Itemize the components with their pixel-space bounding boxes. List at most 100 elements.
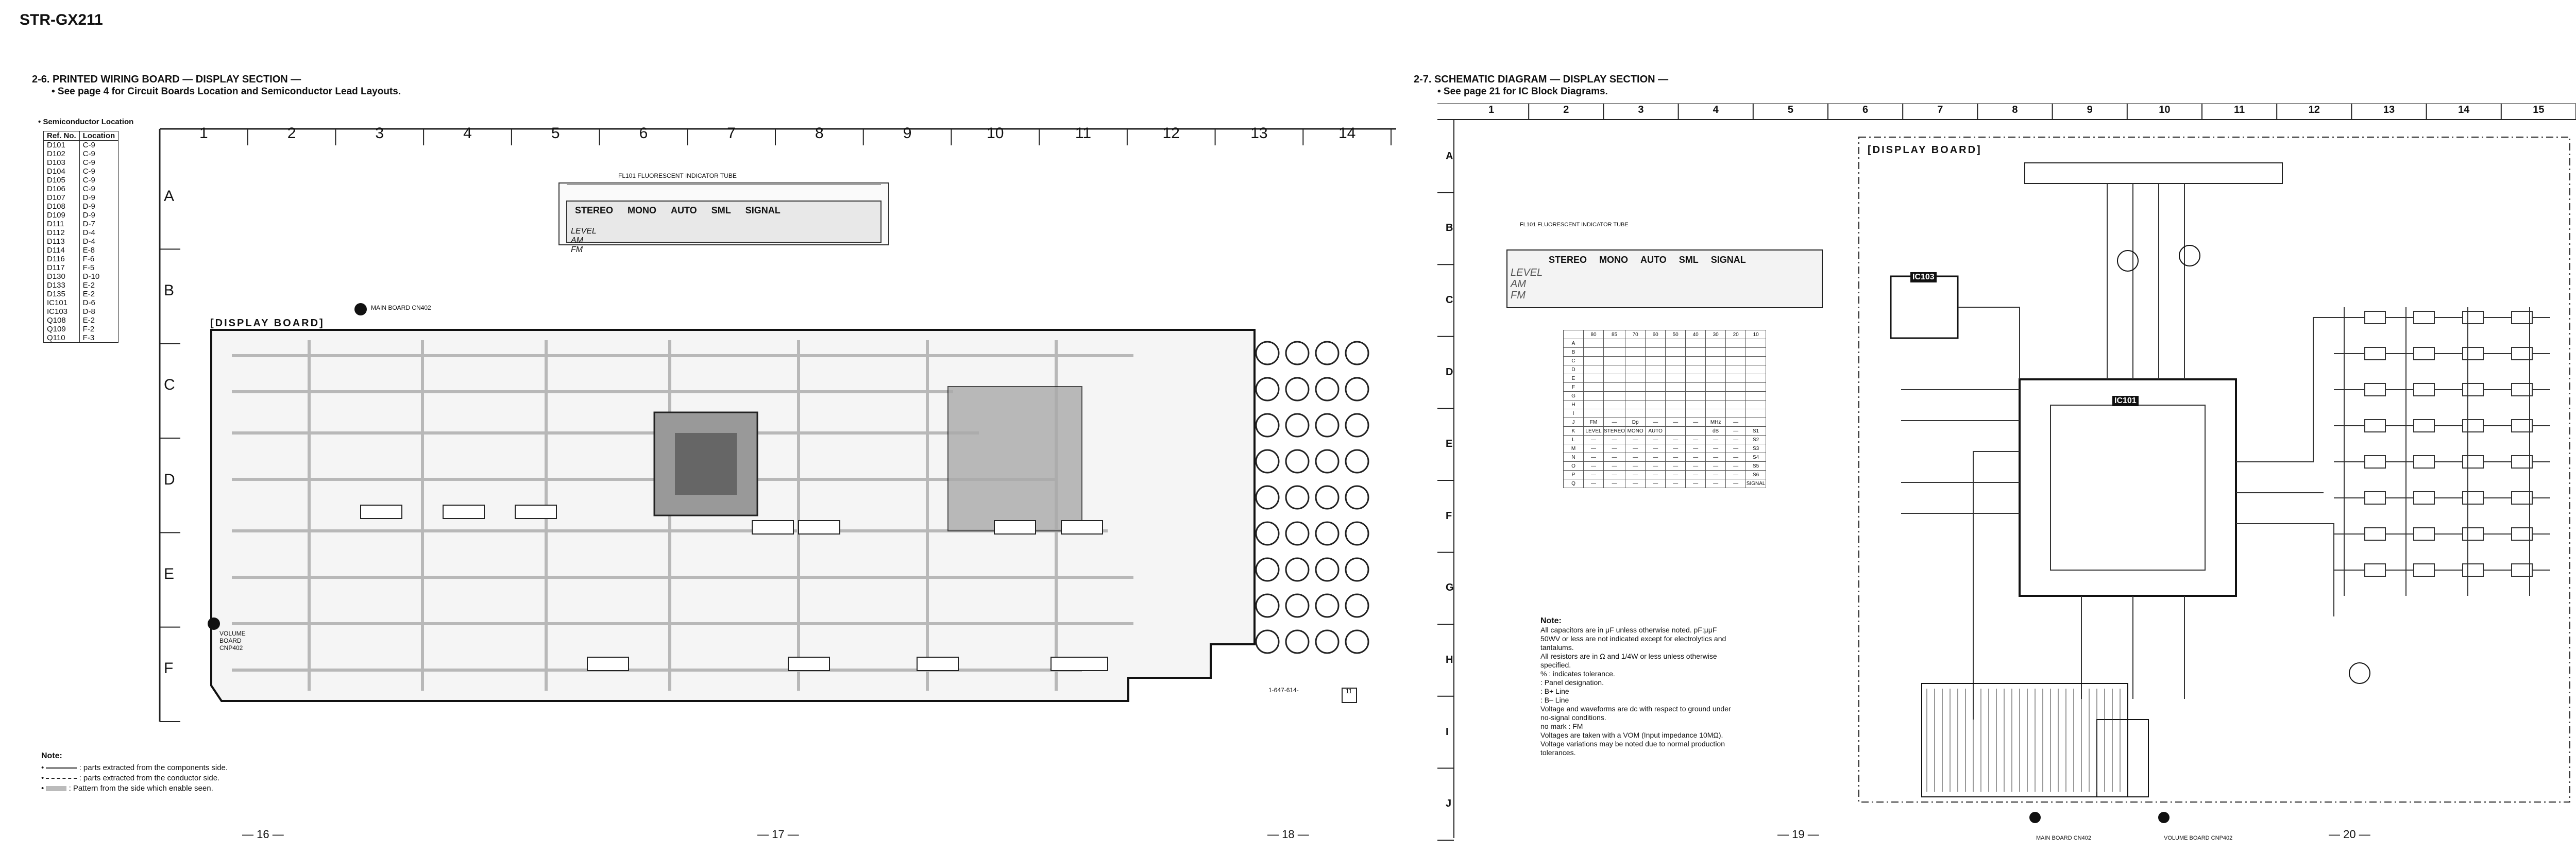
seg-cell: B — [1563, 347, 1584, 357]
seg-cell: — — [1725, 418, 1747, 427]
seg-cell — [1685, 382, 1706, 392]
seg-cell: — — [1725, 426, 1747, 436]
seg-cell: — — [1645, 461, 1666, 471]
schematic-section-number: 2-7. — [1414, 74, 1432, 85]
semi-location: F-3 — [79, 333, 119, 343]
seg-cell — [1645, 347, 1666, 357]
pwb-col-label: 10 — [987, 125, 1004, 142]
seg-cell — [1725, 365, 1747, 374]
schematic-switch — [2511, 383, 2533, 396]
schematic-note: no-signal conditions. — [1540, 713, 1606, 722]
schematic-switch — [2364, 563, 2386, 577]
pwb-row-label: A — [164, 187, 175, 205]
schematic-switch — [2413, 527, 2435, 541]
seg-cell: S4 — [1745, 453, 1767, 462]
sch-tube-words: STEREO MONO AUTO SML SIGNAL — [1549, 255, 1746, 265]
seg-cell — [1603, 409, 1626, 418]
seg-cell: S6 — [1745, 470, 1767, 479]
schematic-switch — [2511, 491, 2533, 505]
page-number-20: — 20 — — [2329, 828, 2370, 841]
pwb-pad — [1315, 485, 1340, 510]
schematic-connector-a: MAIN BOARD CN402 — [2036, 835, 2091, 841]
seg-cell — [1645, 382, 1666, 392]
seg-cell — [1665, 365, 1686, 374]
schematic-notes: All capacitors are in μF unless otherwis… — [1540, 626, 1777, 757]
schematic-switch — [2462, 383, 2484, 396]
seg-cell — [1583, 356, 1604, 365]
semi-location: F-6 — [79, 255, 119, 263]
semi-ref: D114 — [43, 246, 80, 255]
semi-location: D-9 — [79, 211, 119, 220]
pwb-drawing — [159, 128, 1396, 722]
seg-cell — [1603, 374, 1626, 383]
seg-cell: — — [1603, 470, 1626, 479]
schematic-switch — [2511, 563, 2533, 577]
schematic-row-label: G — [1446, 582, 1454, 594]
seg-cell: A — [1563, 339, 1584, 348]
semi-ref: D102 — [43, 149, 80, 158]
sch-tube-word-mono: MONO — [1599, 255, 1629, 265]
seg-cell — [1665, 339, 1686, 348]
page-number-16: — 16 — — [242, 828, 284, 841]
tube-word-stereo: STEREO — [575, 205, 614, 215]
model-title: STR-GX211 — [20, 11, 103, 28]
seg-cell: L — [1563, 435, 1584, 444]
seg-cell: — — [1645, 453, 1666, 462]
schematic-connector-b: VOLUME BOARD CNP402 — [2164, 835, 2233, 841]
schematic-switch — [2511, 311, 2533, 324]
tube-word-signal: SIGNAL — [745, 205, 781, 215]
seg-cell — [1583, 391, 1604, 400]
seg-cell — [1725, 347, 1747, 357]
semi-location: C-9 — [79, 149, 119, 158]
schematic-section-sub: • See page 21 for IC Block Diagrams. — [1437, 86, 1608, 97]
semi-ref: D108 — [43, 202, 80, 211]
seg-cell — [1685, 365, 1706, 374]
semi-ref: Q109 — [43, 325, 80, 333]
semi-location: C-9 — [79, 140, 119, 149]
seg-cell — [1685, 400, 1706, 409]
schematic-switch — [2364, 491, 2386, 505]
schematic-col-label: 9 — [2087, 104, 2093, 115]
schematic-col-label: 8 — [2012, 104, 2018, 115]
schematic-row-label: H — [1446, 654, 1453, 665]
seg-table-row: O————————S5 — [1563, 461, 1767, 471]
schematic-switch — [2364, 455, 2386, 469]
seg-cell — [1583, 382, 1604, 392]
seg-cell — [1665, 382, 1686, 392]
seg-cell: I — [1563, 409, 1584, 418]
pwb-col-label: 2 — [287, 125, 296, 142]
semiconductor-heading: • Semiconductor Location — [38, 118, 134, 126]
seg-cell — [1685, 347, 1706, 357]
seg-cell — [1725, 400, 1747, 409]
pwb-section-text: PRINTED WIRING BOARD — DISPLAY SECTION — — [53, 74, 301, 85]
pwb-row-label: D — [164, 471, 175, 488]
pwb-col-label: 7 — [727, 125, 736, 142]
pwb-pad — [1285, 377, 1310, 402]
seg-cell: LEVEL — [1583, 426, 1604, 436]
seg-cell: K — [1563, 426, 1584, 436]
seg-cell: MONO — [1625, 426, 1646, 436]
semi-ref: IC101 — [43, 298, 80, 307]
seg-cell — [1725, 374, 1747, 383]
schematic-section-text: SCHEMATIC DIAGRAM — DISPLAY SECTION — — [1434, 74, 1669, 85]
seg-cell: — — [1603, 435, 1626, 444]
pwb-col-label: 3 — [375, 125, 384, 142]
seg-cell — [1645, 339, 1666, 348]
seg-cell — [1705, 339, 1726, 348]
seg-cell — [1645, 374, 1666, 383]
tube-band-fm: FM — [571, 245, 583, 254]
seg-cell: — — [1603, 479, 1626, 488]
seg-header-cell: 50 — [1665, 330, 1686, 339]
semi-location: D-6 — [79, 298, 119, 307]
seg-cell: — — [1665, 479, 1686, 488]
seg-cell: — — [1625, 444, 1646, 453]
pwb-pad — [1345, 485, 1369, 510]
seg-cell: — — [1665, 418, 1686, 427]
schematic-switch — [2413, 383, 2435, 396]
seg-cell: M — [1563, 444, 1584, 453]
semi-ref: D133 — [43, 281, 80, 290]
